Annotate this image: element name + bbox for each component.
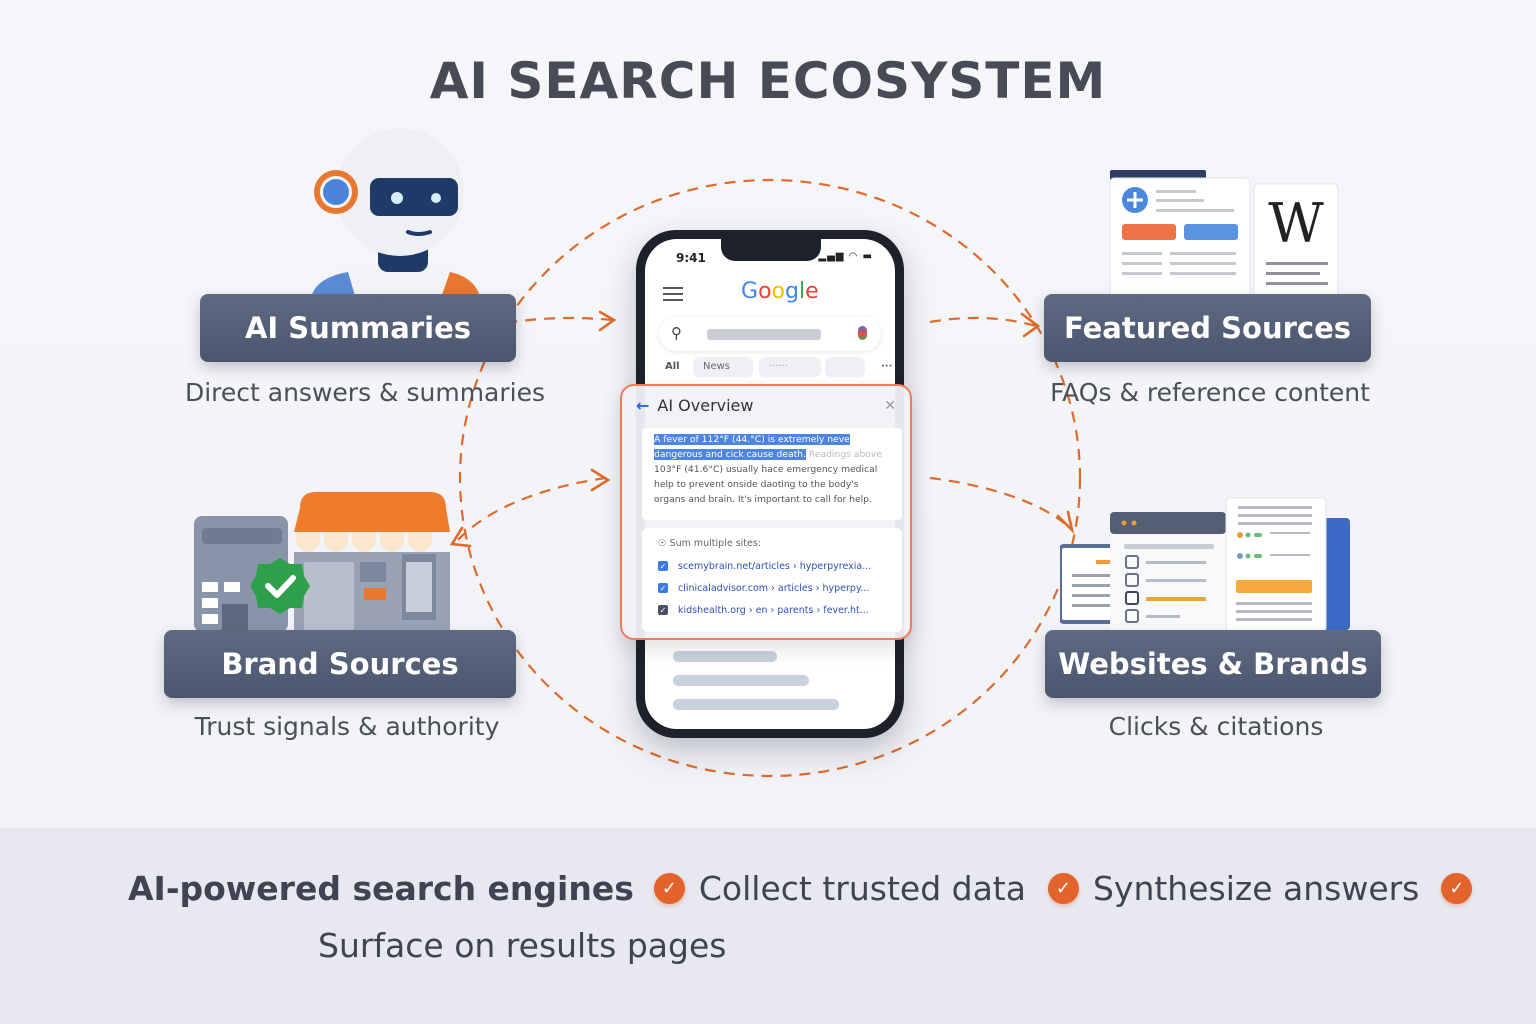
sources-heading: ☉ Sum multiple sites: xyxy=(658,538,762,549)
ai-summaries-subtitle: Direct answers & summaries xyxy=(184,378,546,407)
check-circle-icon: ✓ xyxy=(1047,872,1079,904)
brand-sources-subtitle: Trust signals & authority xyxy=(194,712,500,741)
sources-list: ☉ Sum multiple sites: ✓scemybrain.net/ar… xyxy=(642,528,902,632)
phone-notch xyxy=(721,239,821,261)
search-query-placeholder xyxy=(707,329,821,340)
check-circle-icon: ✓ xyxy=(1441,872,1473,904)
source-link[interactable]: ✓kidshealth.org › en › parents › fever.h… xyxy=(658,604,869,616)
tab-blurred[interactable]: ······ xyxy=(769,361,789,372)
websites-brands-label: Websites & Brands xyxy=(1045,630,1381,698)
status-icons: ▂▄▆ ◠ ▬ xyxy=(818,251,873,262)
ai-overview-title: AI Overview xyxy=(657,396,754,415)
microphone-icon[interactable] xyxy=(858,326,867,340)
websites-brands-subtitle: Clicks & citations xyxy=(1108,712,1324,741)
check-circle-icon: ✓ xyxy=(653,872,685,904)
tab-all[interactable]: All xyxy=(665,361,680,372)
checkbox-icon: ✓ xyxy=(658,561,668,571)
result-placeholder xyxy=(673,651,777,662)
ai-summaries-label: AI Summaries xyxy=(200,294,516,362)
footer-item-last: Surface on results pages xyxy=(318,926,727,965)
storefront-verified-icon xyxy=(194,492,450,632)
status-time: 9:41 xyxy=(676,251,706,265)
close-icon[interactable]: ✕ xyxy=(884,398,896,414)
footer-band xyxy=(0,828,1536,1024)
back-arrow-icon[interactable]: ← xyxy=(636,396,650,415)
featured-sources-label: Featured Sources xyxy=(1044,294,1371,362)
search-icon: ⚲ xyxy=(671,324,682,342)
documents-wikipedia-icon: W xyxy=(1109,170,1339,296)
svg-text:W: W xyxy=(1268,192,1324,255)
brand-sources-label: Brand Sources xyxy=(164,630,516,698)
sources-icon: ☉ xyxy=(658,538,667,549)
source-link[interactable]: ✓clinicaladvisor.com › articles › hyperp… xyxy=(658,582,870,594)
hamburger-menu-icon[interactable] xyxy=(663,287,683,305)
search-tabs: All News ······ ··· xyxy=(665,357,892,379)
result-placeholder xyxy=(673,675,809,686)
checkbox-icon: ✓ xyxy=(658,605,668,615)
google-logo: Google xyxy=(741,279,819,304)
source-link[interactable]: ✓scemybrain.net/articles › hyperpyrexia.… xyxy=(658,560,872,572)
footer-item: Synthesize answers xyxy=(1092,868,1420,908)
checkbox-icon: ✓ xyxy=(658,583,668,593)
footer-summary: AI-powered search engines ✓ Collect trust… xyxy=(128,866,1508,910)
ai-overview-header: ← AI Overview xyxy=(636,396,753,415)
search-input[interactable]: ⚲ xyxy=(659,317,881,351)
browser-windows-icon xyxy=(1060,497,1350,632)
tab-news[interactable]: News xyxy=(703,361,731,372)
more-tabs-icon[interactable]: ··· xyxy=(881,361,893,372)
result-placeholder xyxy=(673,699,839,710)
ai-overview-card: ← AI Overview ✕ A fever of 112°F (44.°C) … xyxy=(620,384,912,640)
featured-sources-subtitle: FAQs & reference content xyxy=(1050,378,1370,407)
footer-item: Collect trusted data xyxy=(698,868,1026,908)
ai-overview-text: A fever of 112°F (44.°C) is extremely ne… xyxy=(642,428,902,520)
page-title: AI SEARCH ECOSYSTEM xyxy=(429,52,1107,110)
footer-lead: AI-powered search engines xyxy=(128,868,634,908)
robot-icon xyxy=(310,128,482,306)
